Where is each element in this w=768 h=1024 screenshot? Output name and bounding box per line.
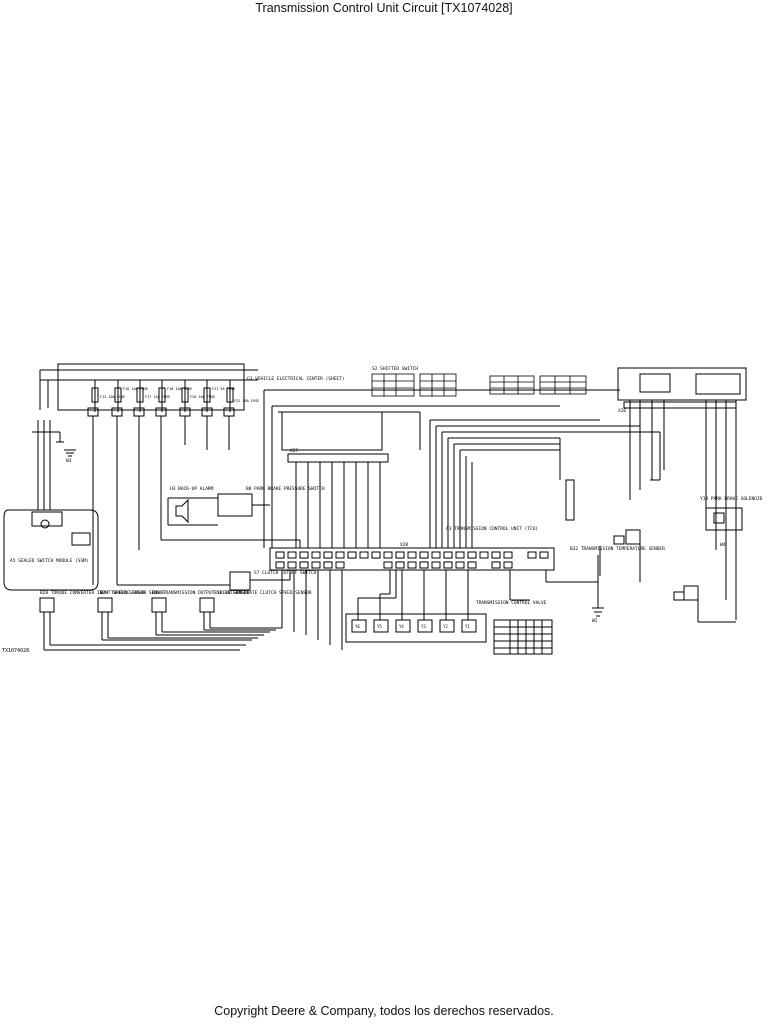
fuse-label: F18 10A FUSE (167, 387, 192, 391)
b29-label: B29 TURBINE SPEED SENSOR (100, 590, 165, 596)
b28-label: B28 TORQUE CONVERTER INPUT SPEED SENSOR (40, 590, 146, 596)
solenoid-coils (351, 619, 477, 633)
solenoid-label: Y2 (443, 624, 448, 629)
b31-label: B31 INTERMEDIATE CLUTCH SPEED SENSOR (214, 590, 312, 596)
fuse-center-label: G3 VEHICLE ELECTRICAL CENTER (SHEET) (247, 376, 345, 382)
wiring-diagram: G3 VEHICLE ELECTRICAL CENTER (SHEET) A5 … (2, 363, 763, 655)
figure-id: TX1074028 (2, 648, 29, 654)
speed-sensor-b30 (151, 597, 167, 613)
page-title: Transmission Control Unit Circuit [TX107… (255, 1, 513, 15)
fuse-center-box (57, 363, 245, 411)
park-brake-switch (217, 493, 253, 517)
fuse-center-pins (87, 407, 235, 417)
shift-tables (371, 373, 587, 397)
tcv-label: TRANSMISSION CONTROL VALVE (476, 600, 547, 606)
solenoid-label: Y3 (421, 624, 426, 629)
fuse-label: F12 10A FUSE (100, 395, 125, 399)
solenoid-table (493, 619, 553, 655)
fuse-label: F17 15A FUSE (145, 395, 170, 399)
speed-sensor-b32 (625, 529, 641, 545)
park-brake-solenoid (705, 507, 743, 531)
x28-label: X28 (400, 542, 408, 548)
solenoid-labels: Y6 Y5 Y4 Y3 Y2 Y1 (355, 624, 470, 629)
y19-label: Y19 PARK BRAKE SOLENOID (700, 496, 763, 502)
copyright-footer: Copyright Deere & Company, todos los der… (214, 1004, 554, 1018)
tcu-label: A3 TRANSMISSION CONTROL UNIT (TCU) (446, 526, 538, 532)
speed-sensor-b31 (199, 597, 215, 613)
x27-label: X27 (290, 448, 298, 454)
solenoid-label: Y5 (377, 624, 382, 629)
temp-sender-connector (565, 479, 575, 521)
solenoid-label: Y1 (465, 624, 470, 629)
ssm-label: A5 SEALED SWITCH MODULE (SSM) (10, 558, 89, 564)
clutch-cutoff-switch (229, 571, 251, 591)
w2-label: W2 (592, 618, 598, 624)
b30-label: B30 TRANSMISSION OUTPUT SPEED SENSOR (152, 590, 250, 596)
x26-label: X26 (618, 408, 626, 414)
tcu-connector (269, 547, 555, 571)
b32-label: B32 TRANSMISSION TEMPERATURE SENDER (570, 546, 665, 552)
fuse-label: F21 5A FUSE (212, 387, 235, 391)
solenoid-block (345, 613, 487, 643)
park-brake-switch-label: B8 PARK BRAKE PRESSURE SWITCH (246, 486, 325, 492)
relay-panel (617, 367, 747, 401)
back-up-alarm (175, 498, 189, 524)
speed-sensor-b29 (97, 597, 113, 613)
fuse-label: F16 10A FUSE (123, 387, 148, 391)
ground-symbol (64, 449, 76, 457)
fuse-label: F20 10A FUSE (190, 395, 215, 399)
fuse-group (91, 380, 234, 412)
connector-x26 (623, 401, 737, 409)
solenoid-label: Y6 (355, 624, 360, 629)
shift-selector-label: S2 SHIFTER SWITCH (372, 366, 418, 372)
clutch-cutoff-label: S7 CLUTCH CUTOFF SWITCH (254, 570, 317, 576)
shifter-switch-box (281, 411, 383, 451)
fuse-label: F22 10A FUSE (234, 399, 259, 403)
connector-x27 (287, 453, 389, 463)
solenoid-label: Y4 (399, 624, 404, 629)
w3-label: W3 (66, 458, 72, 464)
speed-sensor-b33 (683, 585, 699, 601)
tcu-pins (275, 551, 549, 569)
fuse-labels: F12 10A FUSE F16 10A FUSE F17 15A FUSE F… (100, 387, 259, 403)
back-up-alarm-label: H3 BACK-UP ALARM (170, 486, 214, 492)
w4-label: W4 (720, 542, 726, 548)
speed-sensor-b28 (39, 597, 55, 613)
sealed-switch-module (3, 509, 99, 591)
